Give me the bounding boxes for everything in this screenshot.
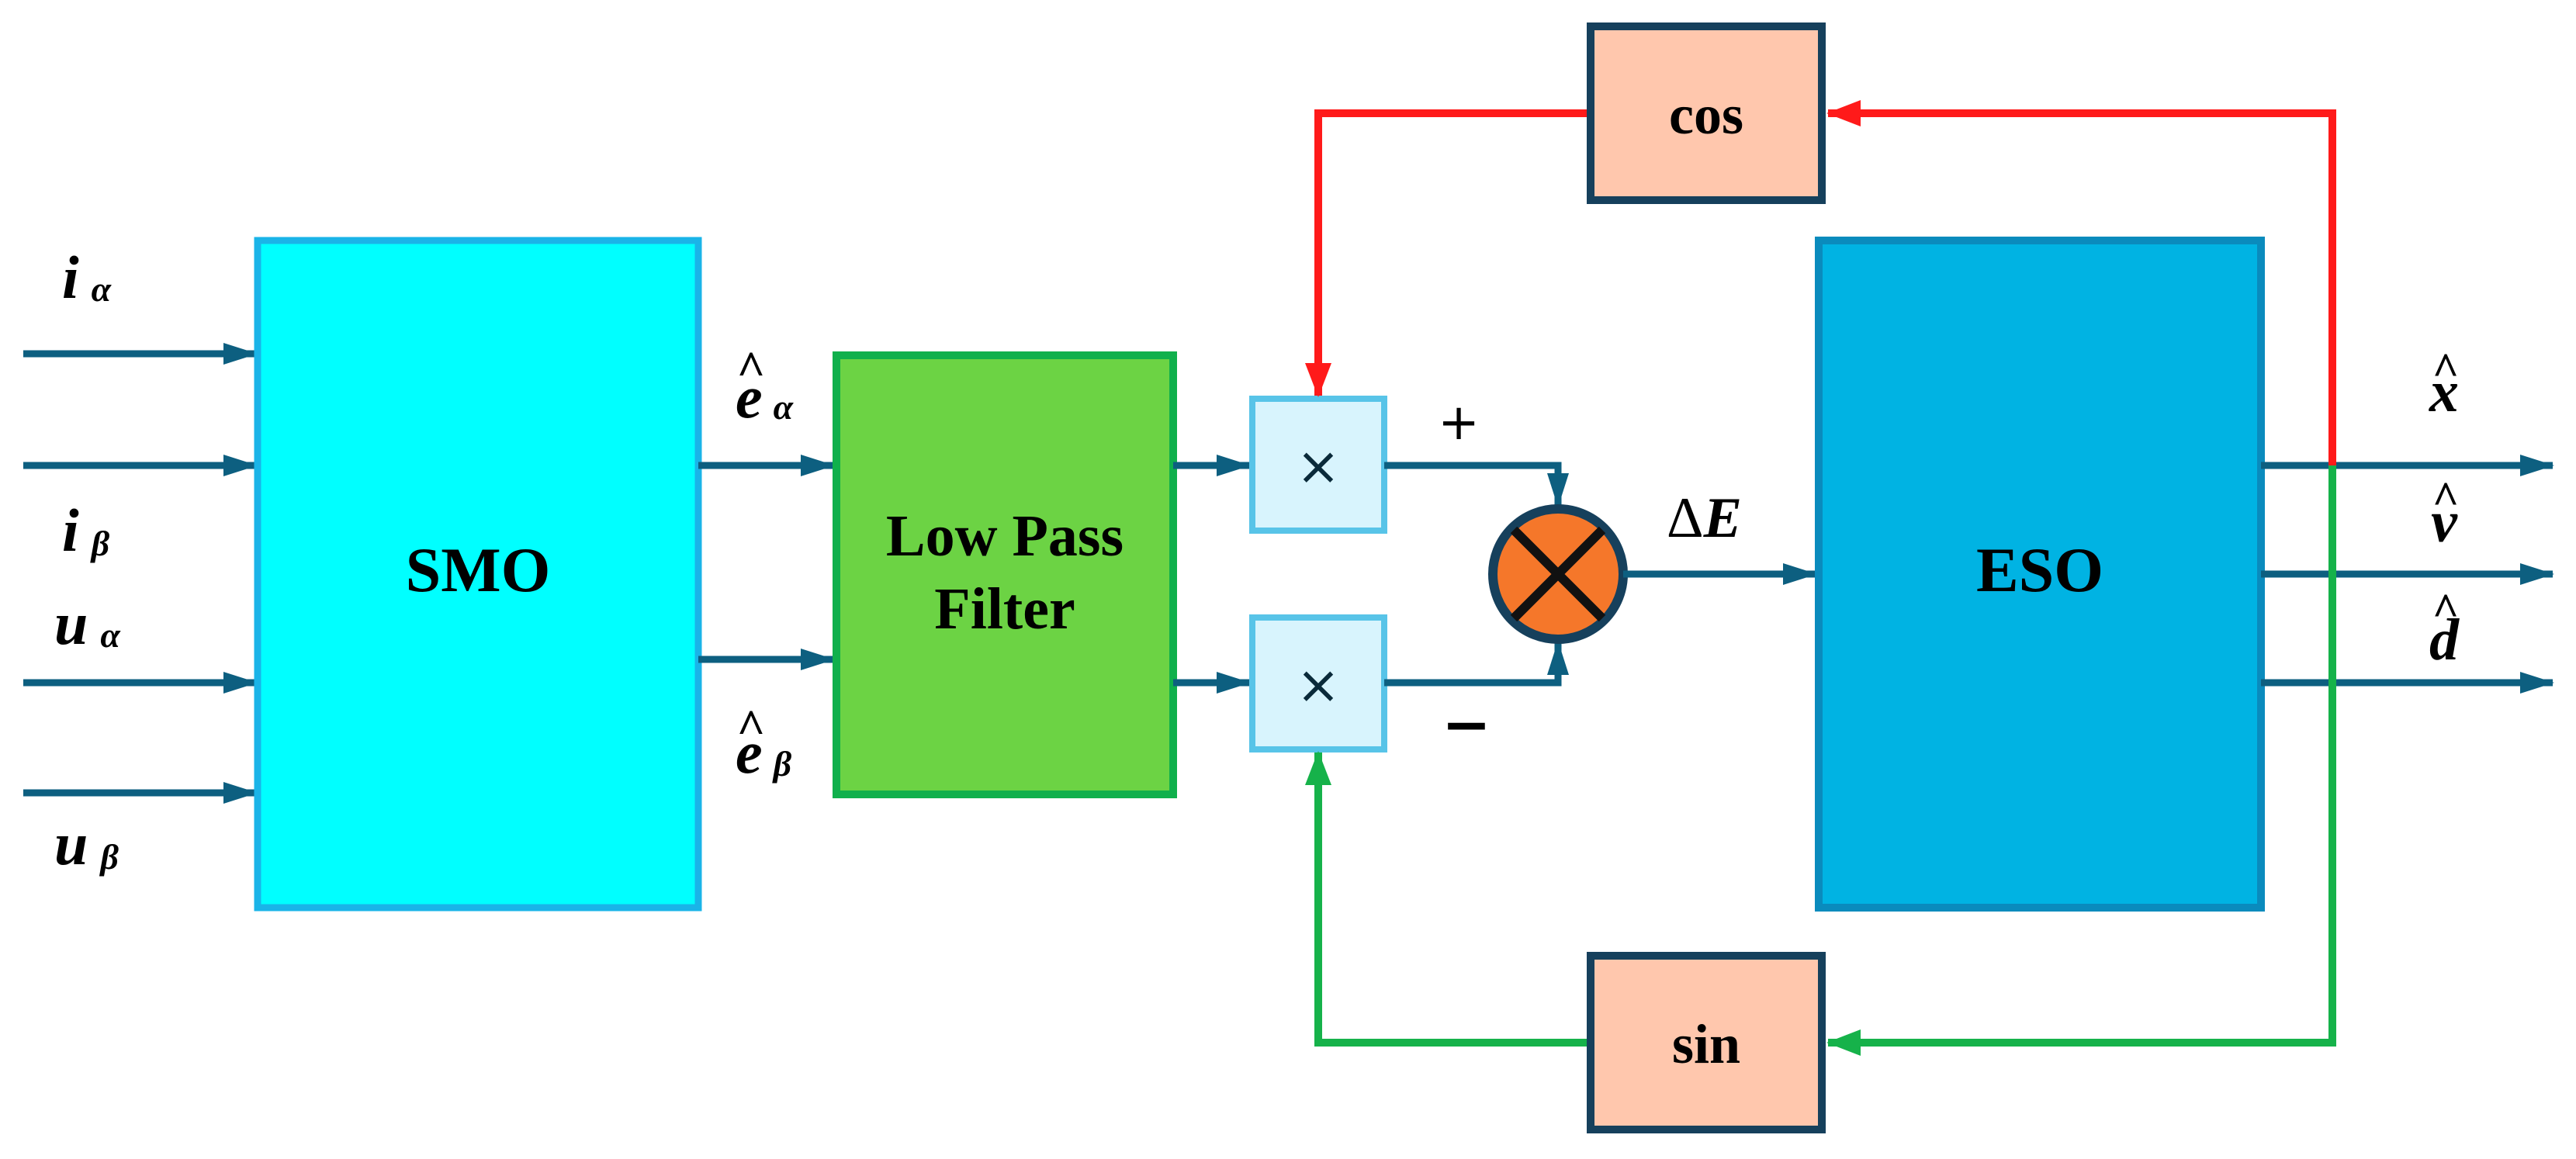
v-hat: ^ <box>2432 472 2460 524</box>
multiplier-bottom-symbol: × <box>1297 655 1341 716</box>
delta-e-delta: Δ <box>1667 486 1704 550</box>
eso-label: ESO <box>1976 535 2103 605</box>
smo-block: SMO <box>254 237 702 912</box>
lpf-to-multiplier-wires <box>1173 455 1251 694</box>
wire-sin-to-mult-bottom <box>1305 751 1591 1047</box>
sin-box <box>1587 952 1826 1133</box>
v-base: v <box>2431 490 2458 555</box>
svg-text:eα: eα <box>736 363 795 431</box>
cos-block: cos <box>1587 22 1826 204</box>
d-hat: ^ <box>2432 584 2460 635</box>
plus-sign: + <box>1438 394 1480 451</box>
low-pass-filter-block: Low Pass Filter <box>833 351 1177 798</box>
cos-box <box>1587 22 1826 204</box>
sin-feedback-path <box>1305 465 2336 1056</box>
minus-sign: − <box>1442 690 1491 759</box>
x-base: x <box>2429 359 2459 424</box>
sum-cross-b <box>1510 526 1606 622</box>
lpf-box <box>833 351 1177 798</box>
lpf-label-line2: Filter <box>934 576 1075 642</box>
wire-x-to-sin <box>1826 465 2336 1056</box>
multiplier-to-sum-wires <box>1384 462 1569 687</box>
sin-label: sin <box>1672 1013 1740 1075</box>
wire-mult-top-to-sum <box>1384 462 1569 507</box>
d-base: d <box>2429 607 2460 673</box>
output-label-d: ^ d <box>2429 584 2460 673</box>
eso-box <box>1815 237 2265 912</box>
delta-e-base: E <box>1703 486 1742 550</box>
output-label-x: ^ x <box>2429 344 2459 424</box>
x-hat: ^ <box>2432 344 2460 395</box>
wire-mult-bottom-to-sum <box>1384 641 1569 687</box>
cos-feedback-path <box>1305 100 2336 465</box>
svg-text:ΔE: ΔE <box>1667 486 1742 550</box>
summing-junction <box>1488 504 1628 644</box>
multiplier-top-symbol: × <box>1297 436 1341 497</box>
multiplier-top-box <box>1249 396 1387 534</box>
eso-block: ESO <box>1815 237 2265 912</box>
smo-label: SMO <box>406 535 551 605</box>
multiplier-top: × <box>1249 396 1387 534</box>
e-alpha-hat: ^ <box>736 341 765 396</box>
wire-x-to-cos <box>1826 100 2336 465</box>
wire-cos-to-mult-top <box>1305 109 1591 397</box>
cos-label: cos <box>1669 84 1743 146</box>
e-beta-hat: ^ <box>736 699 765 754</box>
input-wires <box>23 343 258 804</box>
smo-to-lpf-wires <box>698 455 835 670</box>
multiplier-bottom: × <box>1249 614 1387 752</box>
smo-box <box>254 237 702 912</box>
lpf-label-line1: Low Pass <box>886 503 1124 569</box>
delta-e-label: ΔE <box>1667 486 1742 550</box>
svg-text:eβ: eβ <box>736 718 792 786</box>
sin-block: sin <box>1587 952 1826 1133</box>
output-label-v: ^ v <box>2431 472 2459 555</box>
output-wires <box>2261 455 2554 694</box>
